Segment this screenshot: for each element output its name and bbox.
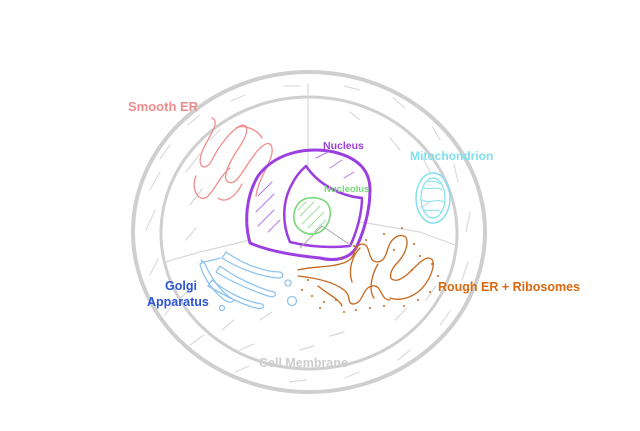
nucleolus-label: Nucleolus (324, 184, 369, 195)
mitochondrion-label: Mitochondrion (410, 149, 493, 163)
nucleus-inner-lines (299, 225, 353, 249)
nucleus-envelope (245, 148, 372, 262)
nucleus-hatching (255, 151, 355, 233)
golgi-label-line1: Golgi (165, 279, 197, 293)
membrane-hatching (145, 85, 471, 383)
nucleus-label: Nucleus (323, 140, 364, 152)
smooth-er-label: Smooth ER (128, 99, 199, 114)
cell-membrane-inner (159, 95, 459, 371)
golgi-apparatus (199, 251, 298, 312)
nucleus (245, 148, 372, 262)
cell-membrane (131, 70, 487, 394)
rough-er-label: Rough ER + Ribosomes (438, 280, 580, 294)
nucleus-cutaway (283, 164, 364, 249)
cytoplasm-lines (164, 83, 456, 351)
ribosome-dots (301, 227, 439, 313)
cell-membrane-outer (131, 70, 487, 394)
mitochondrion (415, 172, 451, 224)
rough-er (297, 227, 439, 313)
smooth-er (193, 117, 273, 201)
nucleolus (292, 196, 332, 235)
cell-membrane-label: Cell Membrane (259, 356, 348, 370)
golgi-label-line2: Apparatus (147, 295, 209, 309)
